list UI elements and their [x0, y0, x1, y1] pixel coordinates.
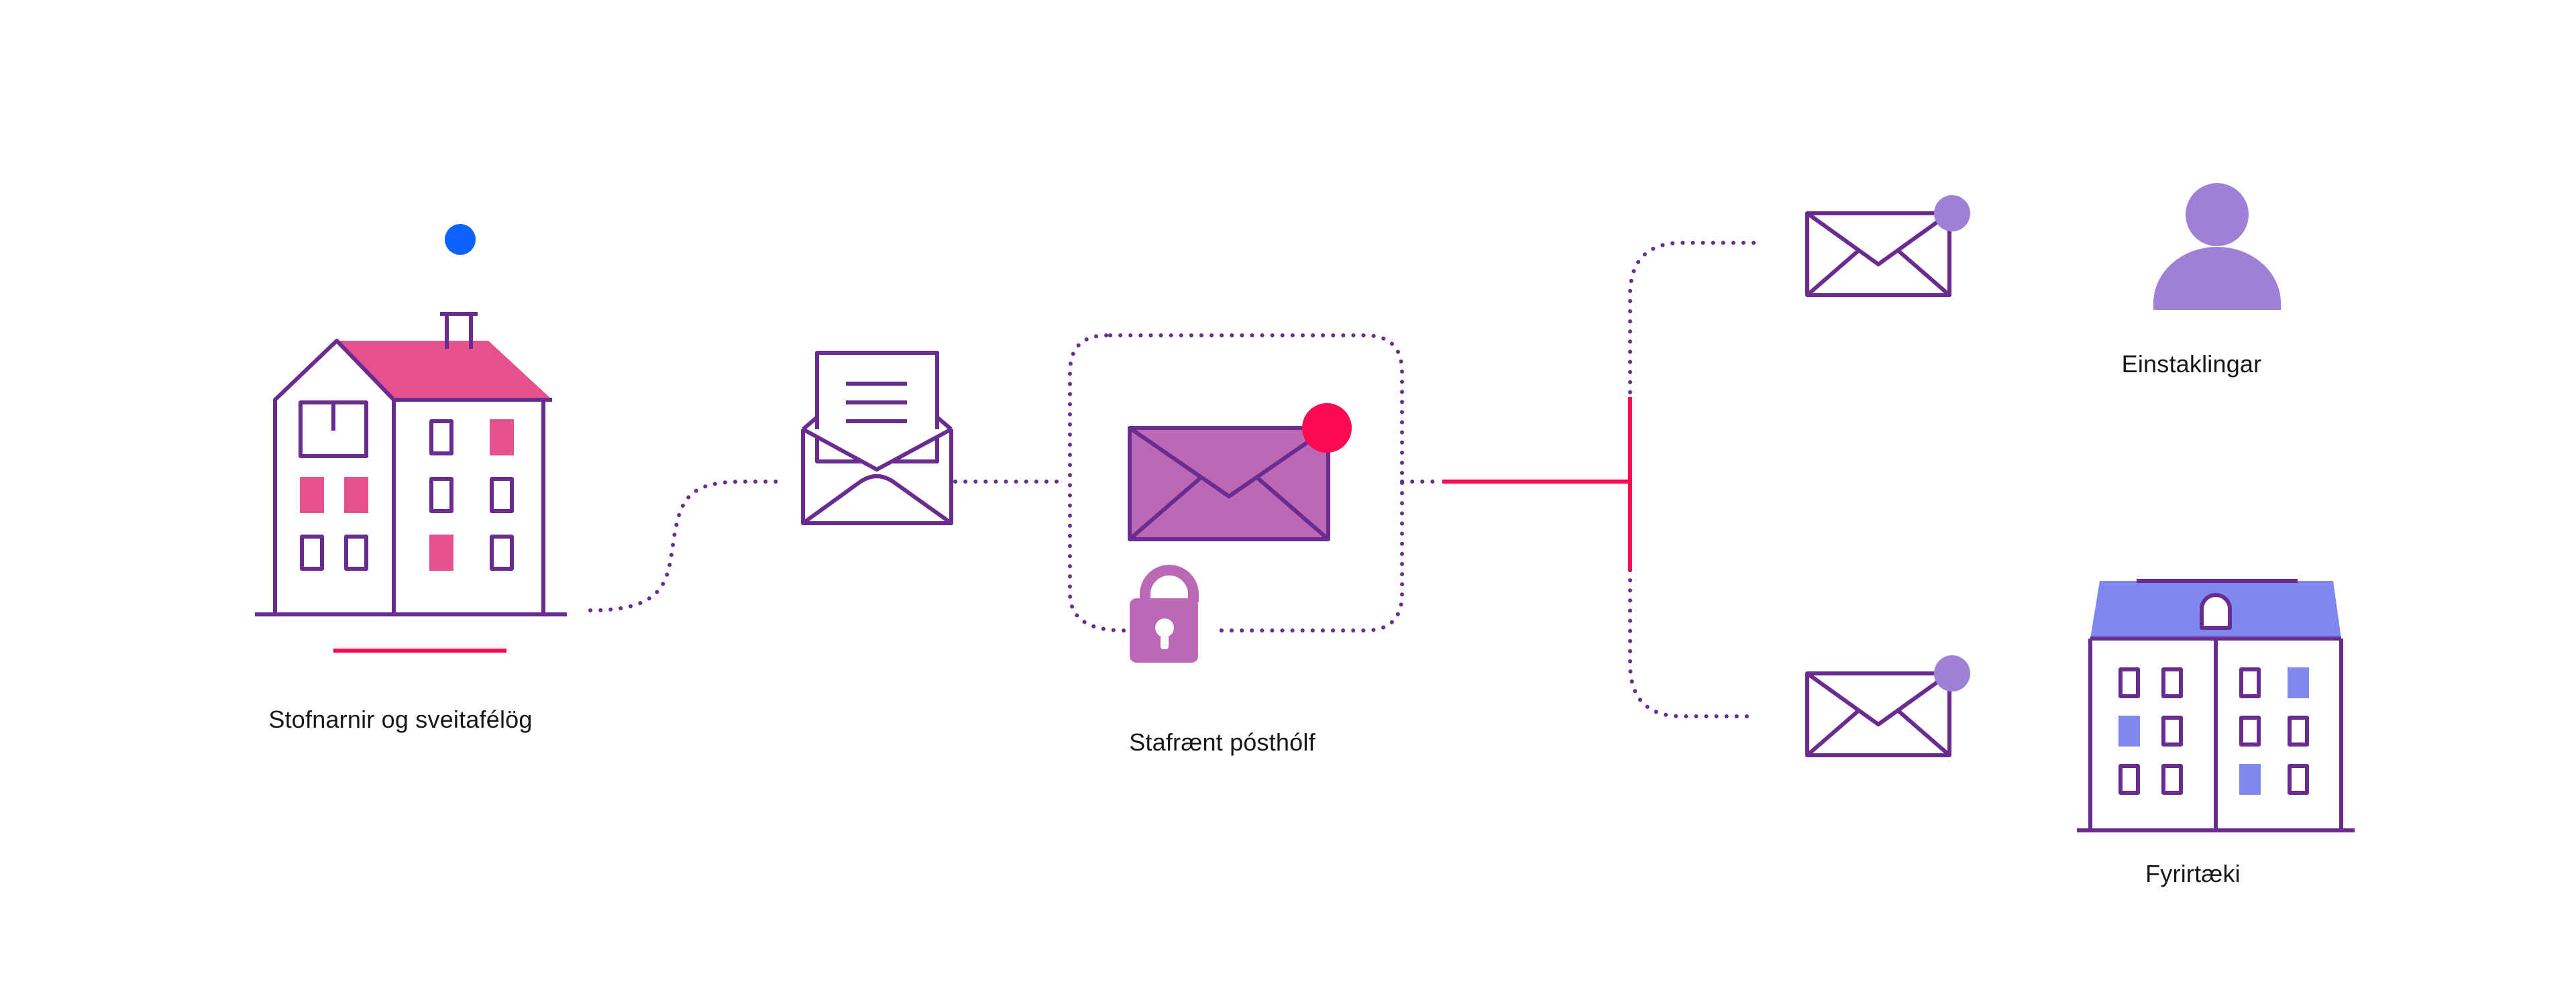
office-building-icon	[2077, 579, 2355, 832]
envelope-icon-upper	[1805, 195, 1970, 297]
notification-dot-lavender	[1934, 195, 1970, 231]
open-envelope-document-icon	[801, 351, 953, 525]
town-hall-icon	[255, 224, 567, 653]
notification-dot-red	[1302, 403, 1352, 453]
notification-dot-blue	[445, 224, 476, 255]
agencies-label: Stofnarnir og sveitafélög	[268, 706, 533, 733]
person-icon	[2153, 183, 2281, 310]
roof	[337, 341, 552, 400]
padlock-icon	[1130, 565, 1199, 663]
envelope-icon-lower	[1805, 655, 1970, 757]
digital-mailbox-label: Stafrænt pósthólf	[1129, 728, 1316, 756]
mailbox-frame	[1068, 333, 1404, 632]
connector-branch-to-lower-envelope	[1628, 568, 1758, 718]
delivery-branch	[1442, 397, 1632, 570]
connector-branch-to-upper-envelope	[1628, 241, 1758, 404]
individuals-label: Einstaklingar	[2121, 350, 2262, 378]
connector-agency-to-letter	[588, 480, 787, 612]
connectors	[588, 241, 1758, 718]
companies-label: Fyrirtæki	[2145, 860, 2241, 887]
notification-dot-lavender	[1934, 655, 1970, 692]
envelope-notification-icon	[1128, 403, 1352, 541]
